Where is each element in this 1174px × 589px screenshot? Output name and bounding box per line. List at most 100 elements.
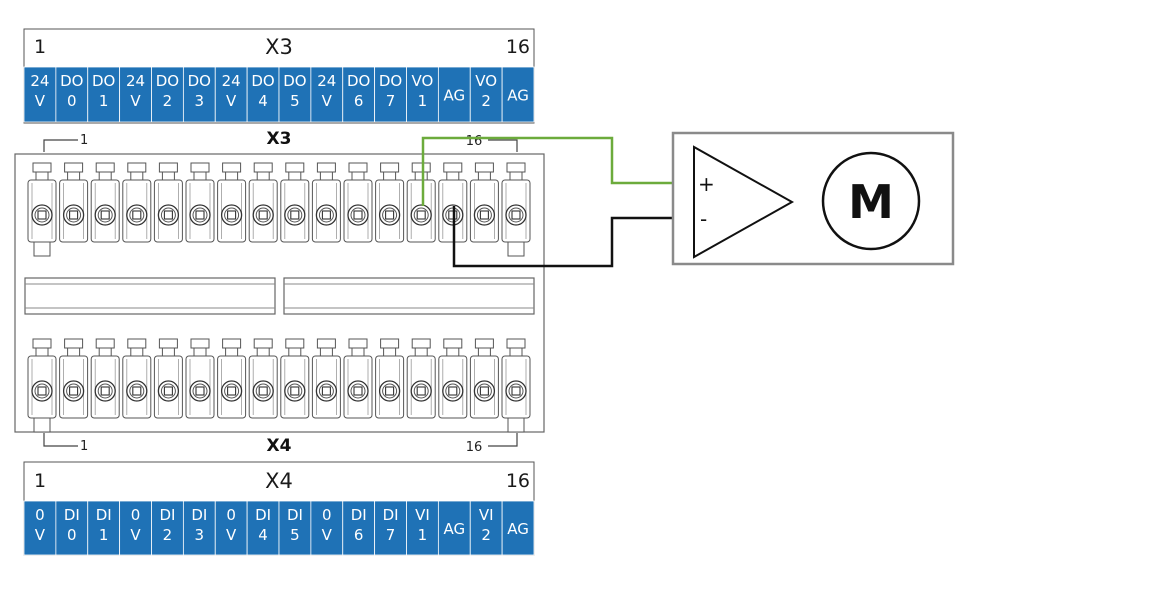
middle-rail-right bbox=[283, 277, 535, 315]
x3-pin-11: DO6 bbox=[342, 66, 376, 123]
x4-terminal-2 bbox=[59, 338, 89, 419]
x4-terminal-6 bbox=[185, 338, 215, 419]
x3-table-title: X3 bbox=[265, 35, 293, 59]
motor-label: M bbox=[848, 175, 894, 229]
x4-terminal-5 bbox=[153, 338, 183, 419]
x3-pin-16: AG bbox=[501, 66, 535, 123]
x3-terminal-10 bbox=[311, 162, 341, 243]
x3-pin-label-bottom: 0 bbox=[67, 92, 77, 110]
x4-connector-last-pin: 16 bbox=[466, 440, 483, 455]
x3-terminal-8 bbox=[248, 162, 278, 243]
x3-pin-label-bottom: 2 bbox=[481, 92, 491, 110]
x4-pin-10: 0V bbox=[310, 500, 344, 556]
x4-pin-label-top: 0 bbox=[131, 506, 141, 524]
x3-pin-cell bbox=[214, 66, 248, 123]
x4-terminal-14 bbox=[438, 338, 468, 419]
x4-connector-label: X4 bbox=[267, 436, 292, 456]
x3-pin-cell bbox=[151, 66, 184, 123]
x3-pin-8: DO4 bbox=[246, 66, 280, 123]
x4-pin-label-bottom: 2 bbox=[481, 526, 491, 544]
x4-terminal-15 bbox=[469, 338, 499, 419]
x3-pin-label-top: VO bbox=[475, 72, 497, 90]
x3-pin-label-top: VO bbox=[412, 72, 434, 90]
x3-pin-label-bottom: 2 bbox=[163, 92, 173, 110]
x4-pin-2: DI0 bbox=[55, 500, 89, 556]
x3-pin-label-bottom: 3 bbox=[195, 92, 205, 110]
x3-pin-cell bbox=[501, 66, 535, 123]
x3-terminal-1 bbox=[27, 162, 57, 243]
x3-table-first-num: 1 bbox=[34, 36, 46, 58]
x4-terminal-12 bbox=[375, 338, 405, 419]
x3-pin-cell bbox=[23, 66, 57, 123]
x4-pin-label-bottom: 0 bbox=[67, 526, 77, 544]
x4-terminal-7 bbox=[217, 338, 247, 419]
x3-pin-10: 24V bbox=[310, 66, 344, 123]
x3-pin-label-bottom: V bbox=[322, 92, 333, 110]
x3-pin-label-top: DO bbox=[283, 72, 306, 90]
x4-pin-label-bottom: 1 bbox=[418, 526, 428, 544]
x4-terminal-8 bbox=[248, 338, 278, 419]
x4-pin-15: VI 2 bbox=[469, 500, 503, 556]
x4-pin-label-top: VI bbox=[415, 506, 430, 524]
x4-pin-label: AG bbox=[444, 520, 466, 538]
x4-pin-label-bottom: 1 bbox=[99, 526, 109, 544]
x3-pin-cell bbox=[342, 66, 376, 123]
x4-pin-label-top: DI bbox=[255, 506, 271, 524]
x4-pin-label: AG bbox=[507, 520, 529, 538]
x3-terminal-7 bbox=[217, 162, 247, 243]
x4-pin-label-bottom: V bbox=[322, 526, 333, 544]
x4-pin-label-top: DI bbox=[287, 506, 303, 524]
x3-terminal-6 bbox=[185, 162, 215, 243]
x4-pin-6: DI3 bbox=[182, 500, 216, 556]
x3-foot-left bbox=[33, 241, 51, 257]
x4-pin-label-bottom: V bbox=[35, 526, 46, 544]
x3-terminal-3 bbox=[90, 162, 120, 243]
x4-terminal-16 bbox=[501, 338, 531, 419]
x3-pin-cell bbox=[374, 66, 407, 123]
x4-pin-table: 1 X4 16 0VDI0DI10VDI2DI30VDI4DI50VDI6DI7… bbox=[23, 461, 535, 556]
middle-rail-left bbox=[24, 277, 276, 315]
x4-table-first-num: 1 bbox=[34, 470, 46, 492]
x3-pin-cell bbox=[182, 66, 216, 123]
x4-pin-cell bbox=[342, 500, 376, 556]
green-signal-wire bbox=[421, 136, 693, 206]
x3-terminal-15 bbox=[469, 162, 499, 243]
x4-terminal-13 bbox=[406, 338, 436, 419]
x4-table-last-num: 16 bbox=[506, 470, 530, 492]
x4-terminal-row bbox=[27, 338, 531, 433]
x3-pin-3: DO1 bbox=[87, 66, 121, 123]
x3-connector-label: X3 bbox=[267, 129, 292, 149]
x4-pin-label-top: DI bbox=[383, 506, 399, 524]
x4-terminal-3 bbox=[90, 338, 120, 419]
x3-terminal-13 bbox=[406, 162, 436, 243]
x4-pin-label-top: DI bbox=[96, 506, 112, 524]
x4-pin-label-top: 0 bbox=[322, 506, 332, 524]
x4-pin-8: DI4 bbox=[246, 500, 280, 556]
x4-pin-cell bbox=[406, 500, 439, 556]
x3-pin-label-bottom: 7 bbox=[386, 92, 396, 110]
x3-pin-label-top: DO bbox=[92, 72, 115, 90]
x3-pin-2: DO0 bbox=[55, 66, 89, 123]
x4-pin-12: DI7 bbox=[374, 500, 407, 556]
x3-pin-label-top: 24 bbox=[222, 72, 241, 90]
amplifier-motor-box: + - M bbox=[671, 131, 955, 266]
x4-pin-cell bbox=[278, 500, 312, 556]
amplifier-plus-label: + bbox=[698, 172, 715, 196]
x4-terminal-1 bbox=[27, 338, 57, 419]
x4-pin-7: 0V bbox=[214, 500, 248, 556]
x4-pin-cell bbox=[23, 500, 57, 556]
x4-pin-label-top: VI bbox=[479, 506, 494, 524]
black-ground-wire bbox=[452, 206, 693, 268]
x4-pin-14: AG bbox=[437, 500, 471, 556]
x4-pin-3: DI 1 bbox=[87, 500, 121, 556]
x4-terminal-9 bbox=[280, 338, 310, 419]
x4-pin-label-bottom: 6 bbox=[354, 526, 364, 544]
x3-pin-cell bbox=[278, 66, 312, 123]
x4-pin-16: AG bbox=[501, 500, 535, 556]
x3-terminal-12 bbox=[375, 162, 405, 243]
motor-circle bbox=[821, 151, 921, 251]
x3-pin-cell bbox=[469, 66, 503, 123]
x3-pin-label-top: 24 bbox=[126, 72, 145, 90]
x3-connector-first-pin: 1 bbox=[80, 133, 88, 148]
